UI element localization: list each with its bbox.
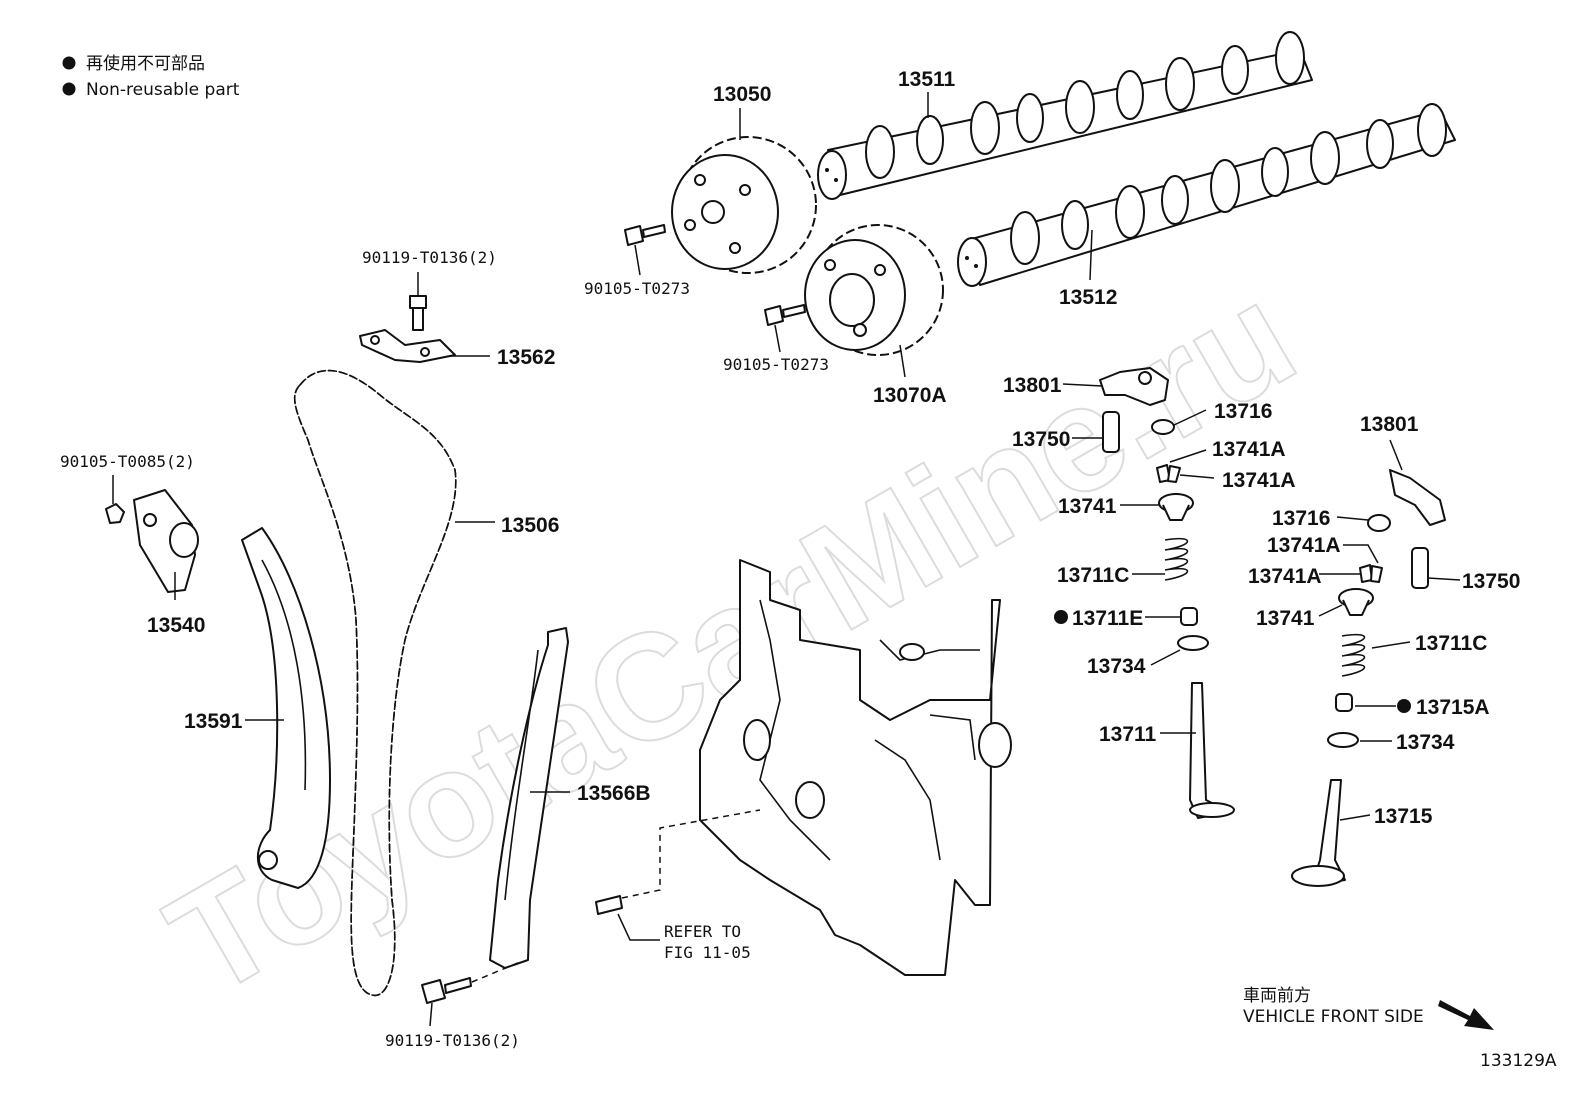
label-13562[interactable]: 13562	[497, 346, 555, 369]
label-13716-right[interactable]: 13716	[1272, 507, 1330, 530]
chain-damper-13566b[interactable]	[489, 627, 569, 969]
exhaust-valve-13715[interactable]	[1291, 779, 1346, 887]
direction-jp: 車両前方	[1243, 986, 1311, 1006]
legend: 再使用不可部品 Non-reusable part	[62, 53, 240, 100]
label-13512[interactable]: 13512	[1059, 286, 1117, 309]
bolt-90119-t0136-top[interactable]	[409, 295, 427, 331]
arrow-front-icon	[1438, 1000, 1494, 1030]
valve-stem-seal-13715a[interactable]	[1335, 693, 1353, 712]
leader-lines	[112, 92, 1461, 1027]
label-13741a-4[interactable]: 13741A	[1248, 565, 1322, 588]
lash-adjuster-13750-left[interactable]	[1102, 411, 1120, 453]
cam-timing-gear-13070a[interactable]	[804, 224, 944, 356]
label-13711e[interactable]: 13711E	[1072, 607, 1143, 630]
bolt-90105-t0273-lower[interactable]	[764, 304, 806, 326]
rocker-arm-13801-right[interactable]	[1389, 469, 1446, 526]
legend-dot-icon	[62, 82, 76, 96]
vehicle-front-indicator: 車両前方 VEHICLE FRONT SIDE	[1243, 986, 1494, 1030]
cylinder-block-outline	[699, 559, 1012, 976]
label-90105-t0273-lower[interactable]: 90105-T0273	[723, 355, 829, 374]
label-13715[interactable]: 13715	[1374, 805, 1433, 828]
spring-seat-13734-right[interactable]	[1327, 732, 1359, 748]
label-90119-t0136-top[interactable]: 90119-T0136(2)	[362, 248, 497, 267]
label-13511[interactable]: 13511	[898, 68, 956, 91]
chain-tensioner-13540[interactable]	[105, 489, 199, 593]
label-90105-t0085[interactable]: 90105-T0085(2)	[60, 452, 195, 471]
bolt-90105-t0273-upper[interactable]	[624, 224, 666, 246]
part-labels: 13050 13511 13512 13070A 90105-T0273 901…	[60, 68, 1520, 1050]
label-13716-left[interactable]: 13716	[1214, 400, 1272, 423]
figure-id: 133129A	[1480, 1051, 1557, 1071]
chain-guide-13562[interactable]	[359, 329, 456, 363]
label-13750-right[interactable]: 13750	[1462, 570, 1520, 593]
label-13591[interactable]: 13591	[184, 710, 243, 733]
label-13801-right[interactable]: 13801	[1360, 413, 1419, 436]
label-13750-left[interactable]: 13750	[1012, 428, 1070, 451]
valve-keeper-13741a-right[interactable]	[1359, 564, 1383, 583]
label-13711[interactable]: 13711	[1099, 723, 1157, 746]
label-13741a-3[interactable]: 13741A	[1267, 534, 1341, 557]
pad-13716-right[interactable]	[1367, 514, 1391, 532]
non-reusable-dot-icon	[1397, 699, 1411, 713]
label-13734-left[interactable]: 13734	[1087, 655, 1146, 678]
non-reusable-dot-icon	[1054, 610, 1068, 624]
legend-jp: 再使用不可部品	[86, 53, 205, 74]
valve-stem-seal-13711e[interactable]	[1180, 607, 1198, 626]
label-13715a[interactable]: 13715A	[1416, 696, 1490, 719]
label-90105-t0273-upper[interactable]: 90105-T0273	[584, 279, 690, 298]
pad-13716-left[interactable]	[1151, 419, 1175, 435]
intake-valve-13711[interactable]	[1189, 682, 1235, 819]
timing-chain-13506[interactable]	[293, 369, 457, 997]
camshaft-13512[interactable]	[957, 103, 1456, 287]
camshaft-13511[interactable]	[817, 31, 1313, 200]
label-13711c-right[interactable]: 13711C	[1415, 632, 1487, 655]
label-13741a-1[interactable]: 13741A	[1212, 438, 1286, 461]
label-13050[interactable]: 13050	[713, 83, 771, 106]
bolt-90119-t0136-bottom[interactable]	[421, 961, 521, 1004]
label-90119-t0136-bottom[interactable]: 90119-T0136(2)	[385, 1031, 520, 1050]
label-13801-left[interactable]: 13801	[1003, 374, 1062, 397]
label-refer-fig[interactable]: FIG 11-05	[664, 943, 751, 962]
rocker-arm-13801-left[interactable]	[1099, 367, 1169, 406]
spring-retainer-13741-left[interactable]	[1158, 493, 1194, 521]
label-13070a[interactable]: 13070A	[873, 384, 947, 407]
valve-spring-13711c-right[interactable]	[1341, 633, 1366, 677]
label-13741a-2[interactable]: 13741A	[1222, 469, 1296, 492]
dowel-pin[interactable]	[595, 809, 761, 941]
spring-seat-13734-left[interactable]	[1177, 635, 1209, 651]
direction-en: VEHICLE FRONT SIDE	[1243, 1007, 1424, 1027]
label-refer-to: REFER TO	[664, 922, 741, 941]
label-13540[interactable]: 13540	[147, 614, 205, 637]
valve-keeper-13741a-left[interactable]	[1156, 464, 1181, 483]
valve-spring-13711c-left[interactable]	[1164, 537, 1189, 581]
label-13506[interactable]: 13506	[501, 514, 559, 537]
label-13734-right[interactable]: 13734	[1396, 731, 1455, 754]
label-13741-right[interactable]: 13741	[1256, 607, 1315, 630]
label-13741-left[interactable]: 13741	[1058, 495, 1117, 518]
cam-timing-gear-13050[interactable]	[671, 136, 817, 274]
label-13566b[interactable]: 13566B	[577, 782, 651, 805]
legend-en: Non-reusable part	[86, 80, 240, 100]
label-13711c-left[interactable]: 13711C	[1057, 564, 1129, 587]
spring-retainer-13741-right[interactable]	[1338, 588, 1374, 616]
lash-adjuster-13750-right[interactable]	[1411, 547, 1429, 589]
legend-dot-icon	[62, 56, 76, 70]
